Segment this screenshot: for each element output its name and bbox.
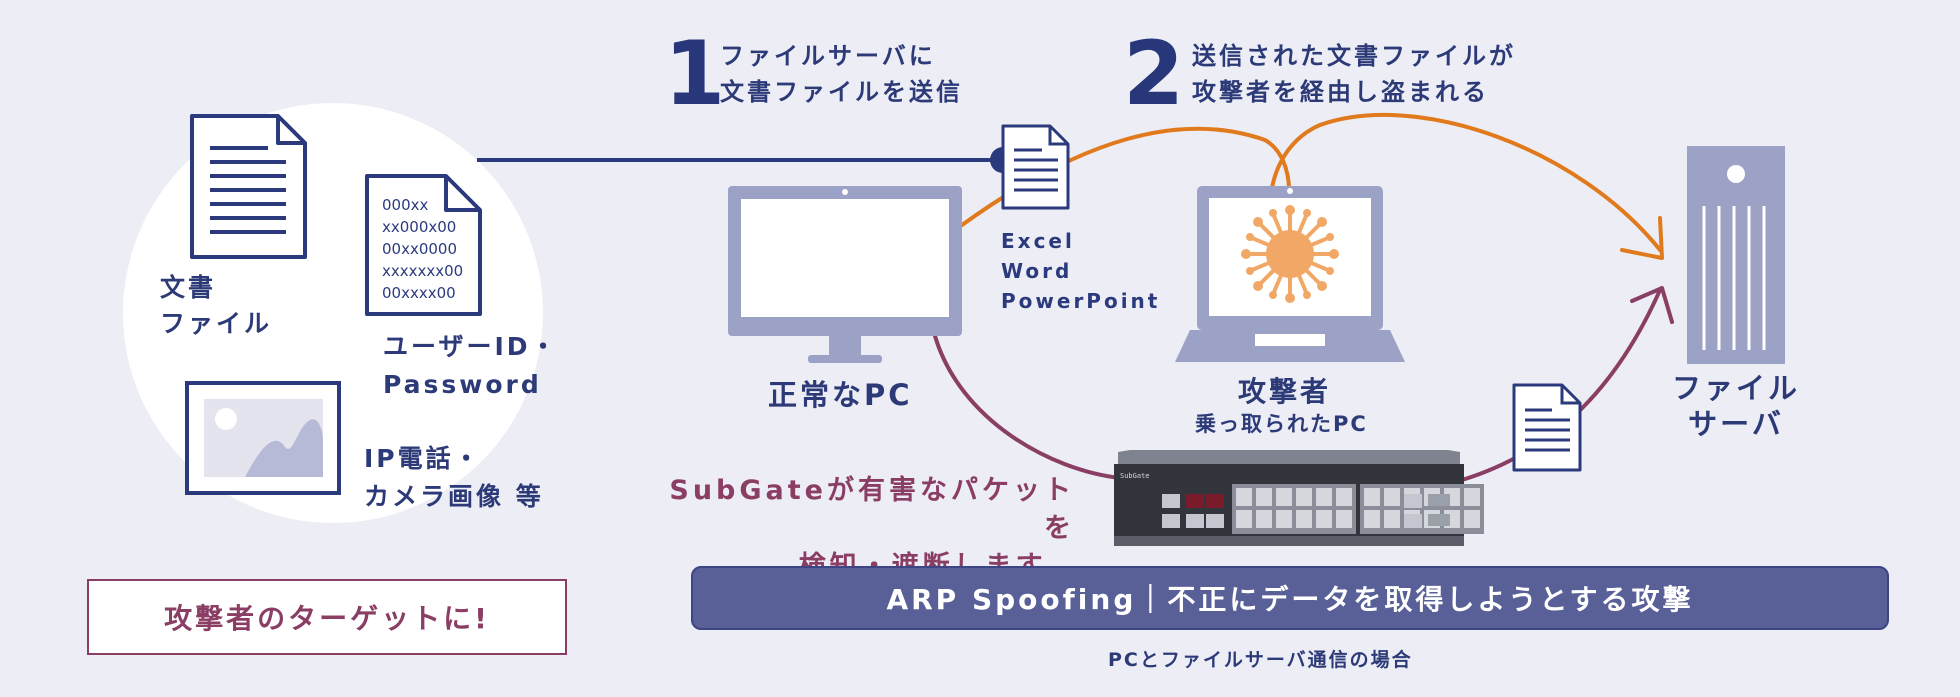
- code-line: xxxxxxx00: [382, 262, 464, 280]
- step-1-text: ファイルサーバに 文書ファイルを送信: [720, 38, 963, 110]
- document-label-1: 文書: [160, 273, 217, 302]
- switch-port: [1232, 484, 1356, 534]
- file-type-word: Word: [1001, 259, 1073, 283]
- switch-port: [1256, 488, 1272, 506]
- target-callout: 攻撃者のターゲットに!: [87, 579, 567, 655]
- normal-pc-label: 正常なPC: [768, 378, 913, 412]
- attacker-label: 攻撃者: [1238, 375, 1332, 408]
- file-type-powerpoint: PowerPoint: [1001, 289, 1161, 313]
- switch-port: [1464, 488, 1480, 506]
- switch-port: [1186, 494, 1204, 508]
- magenta-path-2: [1460, 288, 1662, 482]
- switch-port: [1316, 488, 1332, 506]
- server-label-2: サーバ: [1688, 407, 1784, 441]
- step-2-number: 2: [1123, 22, 1185, 125]
- switch-port: [1206, 514, 1224, 528]
- subgate-switch-icon: [1114, 450, 1484, 546]
- document-label: 文書 ファイル: [160, 270, 272, 342]
- server-label-1: ファイル: [1672, 371, 1801, 405]
- document-label-2: ファイル: [160, 309, 273, 338]
- switch-port: [1206, 494, 1224, 508]
- switch-port: [1296, 510, 1312, 528]
- code-line: 00xx0000: [382, 240, 458, 258]
- step-1-number: 1: [664, 22, 726, 125]
- switch-port: [1236, 488, 1252, 506]
- switch-port: [1316, 510, 1332, 528]
- media-label-1: IP電話・: [364, 444, 482, 473]
- step-1-line-2: 文書ファイルを送信: [720, 78, 963, 106]
- code-line: xx000x00: [382, 218, 457, 236]
- switch-port: [1428, 514, 1450, 526]
- credentials-label-2: Password: [383, 370, 542, 399]
- media-label-2: カメラ画像 等: [364, 482, 544, 511]
- normal-pc-icon: [728, 186, 962, 363]
- switch-port: [1364, 510, 1380, 528]
- step-1-line-1: ファイルサーバに: [720, 42, 936, 70]
- credentials-label: ユーザーID・ Password: [383, 328, 559, 404]
- magenta-path: [933, 334, 1122, 480]
- credentials-label-1: ユーザーID・: [383, 332, 559, 361]
- caption: PCとファイルサーバ通信の場合: [1108, 649, 1413, 671]
- switch-port: [1336, 488, 1352, 506]
- sent-document-icon: [1001, 124, 1070, 210]
- subgate-message-1: SubGateが有害なパケットを: [669, 475, 1075, 544]
- switch-port: [1236, 510, 1252, 528]
- switch-port: [1296, 488, 1312, 506]
- credentials-code: 000xx xx000x00 00xx0000 xxxxxxx00 00xxxx…: [382, 194, 463, 304]
- image-media-icon: [185, 381, 341, 495]
- credentials-file-icon: [365, 174, 482, 316]
- switch-brand: SubGate: [1120, 472, 1150, 480]
- virus-icon: [1241, 205, 1339, 303]
- file-type-excel: Excel: [1001, 229, 1075, 253]
- code-line: 00xxxx00: [382, 284, 456, 302]
- attack-banner: ARP Spoofing｜不正にデータを取得しようとする攻撃: [691, 566, 1889, 630]
- step-2-line-2: 攻撃者を経由し盗まれる: [1192, 78, 1489, 106]
- switch-port: [1276, 510, 1292, 528]
- switch-port: [1428, 494, 1450, 506]
- switch-port: [1384, 488, 1400, 506]
- attacker-sublabel: 乗っ取られたPC: [1195, 412, 1368, 436]
- file-server-icon: [1687, 146, 1785, 364]
- switch-port: [1186, 514, 1204, 528]
- document-file-icon: [190, 114, 307, 259]
- switch-port: [1464, 510, 1480, 528]
- file-types-list: Excel Word PowerPoint: [1001, 226, 1160, 316]
- switch-port: [1256, 510, 1272, 528]
- step-2-line-1: 送信された文書ファイルが: [1192, 42, 1516, 70]
- switch-port: [1384, 510, 1400, 528]
- switch-port: [1404, 514, 1422, 528]
- orange-arrowhead: [1620, 216, 1664, 260]
- switch-port: [1276, 488, 1292, 506]
- switch-port: [1162, 494, 1180, 508]
- code-line: 000xx: [382, 196, 429, 214]
- media-label: IP電話・ カメラ画像 等: [364, 440, 544, 516]
- server-label: ファイル サーバ: [1672, 370, 1800, 442]
- switch-port: [1404, 494, 1422, 508]
- switch-port: [1336, 510, 1352, 528]
- switch-port: [1364, 488, 1380, 506]
- step-2-text: 送信された文書ファイルが 攻撃者を経由し盗まれる: [1192, 38, 1516, 110]
- switch-port: [1162, 514, 1180, 528]
- intercepted-document-icon: [1512, 383, 1582, 472]
- magenta-arrowhead: [1630, 286, 1674, 324]
